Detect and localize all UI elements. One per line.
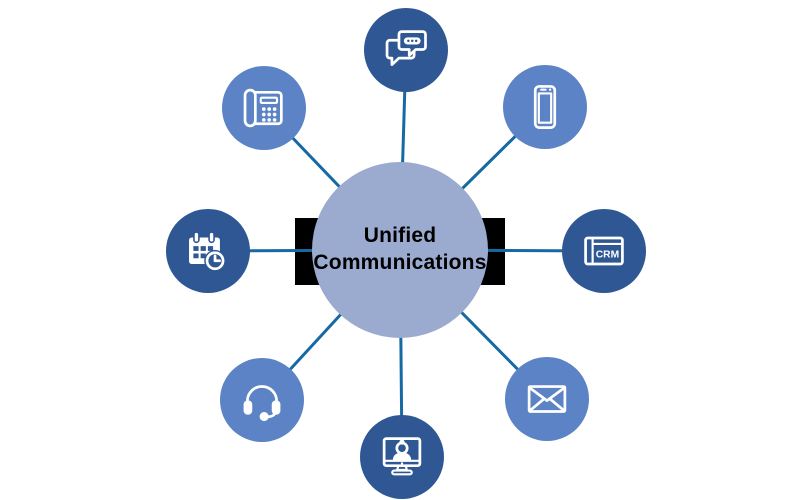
crm-window-icon: CRM <box>584 236 624 266</box>
video-call-monitor-icon <box>382 437 422 476</box>
node-calendar-scheduling <box>166 209 250 293</box>
node-chat-messaging <box>364 8 448 92</box>
chat-bubbles-icon <box>385 30 427 66</box>
node-mobile-phone <box>503 65 587 149</box>
headset-icon <box>243 385 281 422</box>
node-crm-system: CRM <box>562 209 646 293</box>
calendar-clock-icon <box>189 231 226 272</box>
envelope-icon <box>527 385 567 413</box>
hub-title-line1: Unified <box>363 224 437 247</box>
hub-title: Unified Communications <box>290 222 510 276</box>
hub-title-line2: Communications <box>313 251 487 274</box>
desk-phone-icon <box>243 88 283 128</box>
smartphone-icon <box>533 85 557 129</box>
node-headset-support <box>220 358 304 442</box>
node-video-conferencing <box>360 415 444 499</box>
hub-circle <box>312 162 488 338</box>
node-email <box>505 357 589 441</box>
node-desk-phone <box>222 66 306 150</box>
crm-label: CRM <box>596 250 619 261</box>
